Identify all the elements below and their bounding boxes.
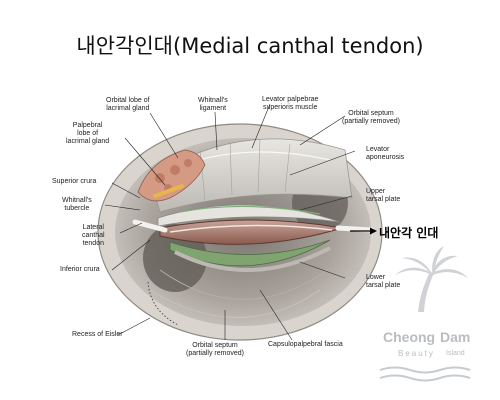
page-title: 내안각인대(Medial canthal tendon) [76, 34, 424, 58]
palm-tree-logo [395, 246, 468, 312]
watermark-word-1: Cheong [383, 329, 436, 345]
label-levator-aponeurosis: Levator aponeurosis [366, 146, 405, 161]
label-palpebral-lobe: Palpebral lobe of lacrimal gland [66, 122, 110, 145]
label-upper-tarsal-plate: Upper tarsal plate [366, 188, 401, 203]
callout-arrow-head [370, 227, 377, 235]
medial-canthal-tendon [335, 225, 375, 233]
label-levator-muscle: Levator palpebrae superioris muscle [262, 96, 319, 111]
label-capsulopalpebral-fascia: Capsulopalpebral fascia [268, 341, 343, 348]
label-lateral-canthal-tendon: Lateral canthal tendon [82, 224, 105, 247]
watermark-word-2: Dam [440, 329, 471, 345]
wave-lines [379, 366, 471, 382]
lateral-canthal-tendon [132, 219, 168, 233]
label-whitnalls-tubercle: Whitnall's tubercle [62, 197, 92, 212]
watermark-sub-1: Beauty [398, 349, 435, 358]
label-whitnalls-ligament: Whitnall's ligament [198, 97, 228, 112]
label-superior-crura: Superior crura [52, 178, 97, 185]
label-orbital-septum-bottom: Orbital septum (partially removed) [186, 342, 244, 357]
label-orbital-lobe: Orbital lobe of lacrimal gland [106, 97, 150, 112]
lower-tarsal-plate [169, 239, 331, 267]
label-recess-of-eisler: Recess of Eisler [72, 331, 123, 338]
recess-of-eisler-outline [147, 281, 179, 326]
label-inferior-crura: Inferior crura [60, 266, 100, 273]
label-lower-tarsal-plate: Lower tarsal plate [366, 274, 401, 289]
callout-medial-canthal-tendon: 내안각 인대 [379, 226, 439, 240]
watermark-sub-2: Island [446, 350, 465, 357]
label-orbital-septum-top: Orbital septum (partially removed) [342, 110, 400, 125]
